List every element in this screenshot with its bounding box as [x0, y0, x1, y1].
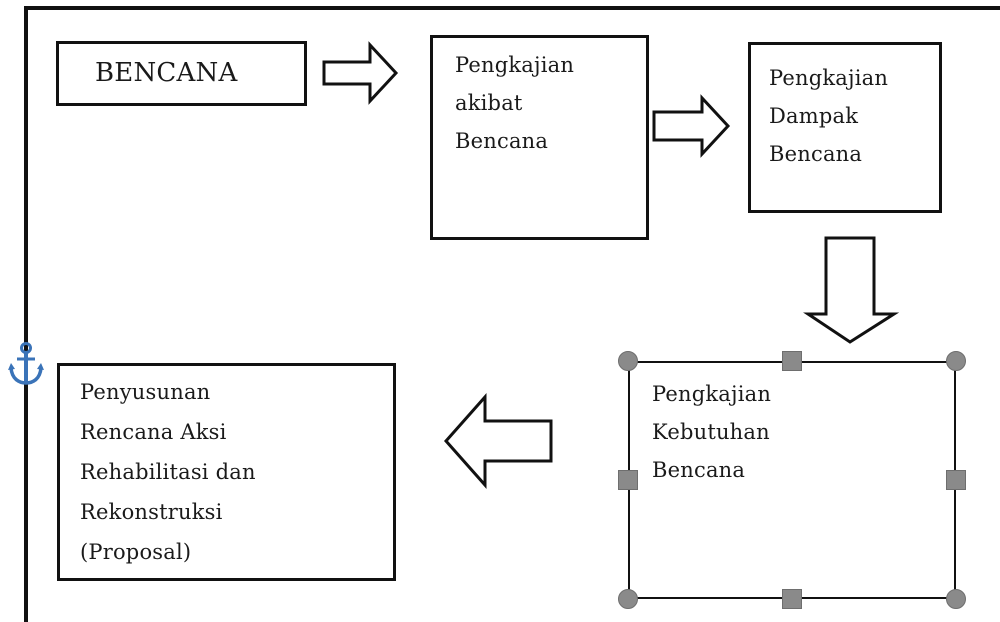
node-akibat-label: Pengkajian akibat Bencana	[455, 53, 575, 153]
page-margin-line-left	[24, 6, 28, 622]
resize-handle-middle-right[interactable]	[946, 470, 966, 490]
resize-handle-bottom-right[interactable]	[946, 589, 966, 609]
arrow-right-1[interactable]	[322, 41, 400, 105]
node-pengkajian-kebutuhan[interactable]: Pengkajian Kebutuhan Bencana	[628, 361, 956, 599]
resize-handle-top-middle[interactable]	[782, 351, 802, 371]
node-proposal-label: Penyusunan Rencana Aksi Rehabilitasi dan…	[80, 380, 256, 564]
node-bencana[interactable]: BENCANA	[56, 41, 307, 106]
node-kebutuhan-label: Pengkajian Kebutuhan Bencana	[652, 382, 772, 482]
node-pengkajian-akibat[interactable]: Pengkajian akibat Bencana	[430, 35, 649, 240]
node-dampak-label: Pengkajian Dampak Bencana	[769, 66, 889, 166]
resize-handle-top-right[interactable]	[946, 351, 966, 371]
page-margin-line-top	[24, 6, 1000, 10]
resize-handle-bottom-middle[interactable]	[782, 589, 802, 609]
anchor-icon[interactable]	[8, 341, 44, 387]
arrow-right-2[interactable]	[652, 94, 732, 158]
arrow-down[interactable]	[803, 236, 900, 344]
node-penyusunan-proposal[interactable]: Penyusunan Rencana Aksi Rehabilitasi dan…	[57, 363, 396, 581]
arrow-left[interactable]	[443, 393, 555, 489]
node-pengkajian-dampak[interactable]: Pengkajian Dampak Bencana	[748, 42, 942, 213]
resize-handle-bottom-left[interactable]	[618, 589, 638, 609]
resize-handle-middle-left[interactable]	[618, 470, 638, 490]
node-bencana-label: BENCANA	[95, 58, 238, 88]
resize-handle-top-left[interactable]	[618, 351, 638, 371]
